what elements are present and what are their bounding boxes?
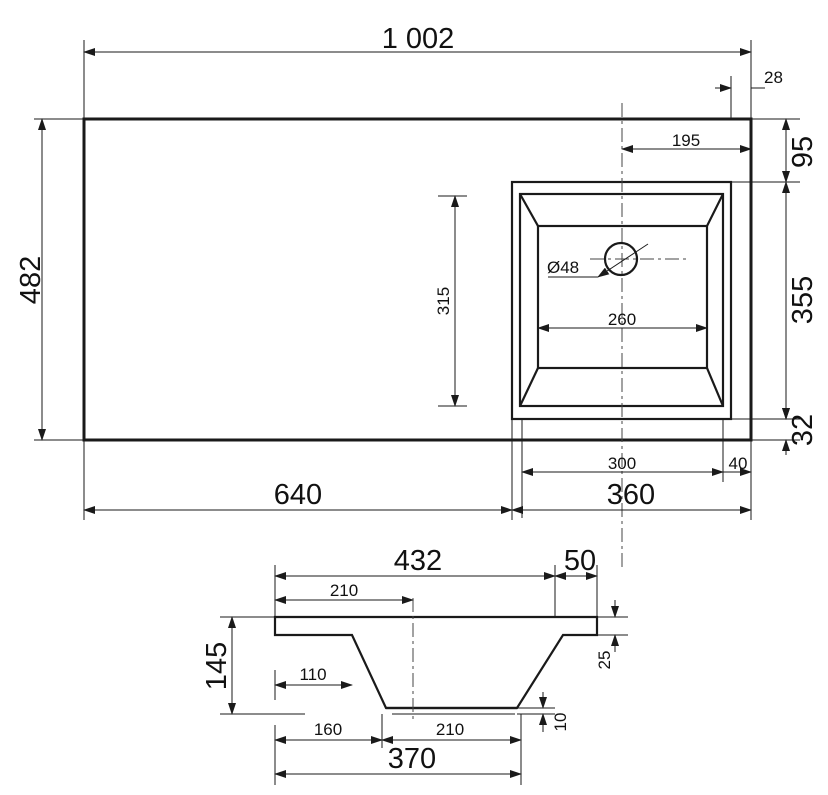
dim-bottom-thickness: 10: [551, 713, 570, 732]
dim-bottom-width: 210: [436, 720, 464, 739]
dim-bowl-offset-back: 95: [787, 136, 819, 168]
section-profile: [273, 615, 599, 710]
dim-bowl-offset-right: 195: [672, 131, 700, 150]
dim-front-edge: 32: [787, 414, 819, 446]
dim-side-margin: 40: [729, 454, 748, 473]
dim-left-section: 640: [274, 479, 322, 511]
drain-hole: [603, 241, 639, 277]
dim-inner-width: 260: [608, 310, 636, 329]
dim-overhang: 28: [764, 68, 783, 87]
section-view: 432 50 210 145 25 110 10 160 210: [201, 545, 628, 785]
dim-height: 145: [201, 642, 233, 690]
basin-floor: [536, 224, 709, 370]
dim-top-width: 432: [394, 545, 442, 577]
dim-bowl-width: 300: [608, 454, 636, 473]
dim-bottom-offset: 110: [299, 665, 326, 684]
dim-slab-thickness: 25: [595, 651, 614, 670]
plan-view: 1 002 28 482 195 95 355 32 315 Ø: [15, 23, 819, 570]
dim-right-section: 360: [607, 479, 655, 511]
dim-base-total: 370: [388, 743, 436, 775]
dim-drain-diameter: Ø48: [547, 258, 579, 277]
dim-right-lip: 50: [564, 545, 596, 577]
dim-bottom-left: 160: [314, 720, 342, 739]
countertop-outline: [82, 117, 753, 442]
dim-overall-depth: 482: [15, 256, 47, 304]
dim-center-offset: 210: [330, 581, 358, 600]
dim-overall-width: 1 002: [382, 23, 455, 55]
dim-inner-depth: 315: [434, 287, 453, 315]
dim-bowl-depth: 355: [787, 276, 819, 324]
